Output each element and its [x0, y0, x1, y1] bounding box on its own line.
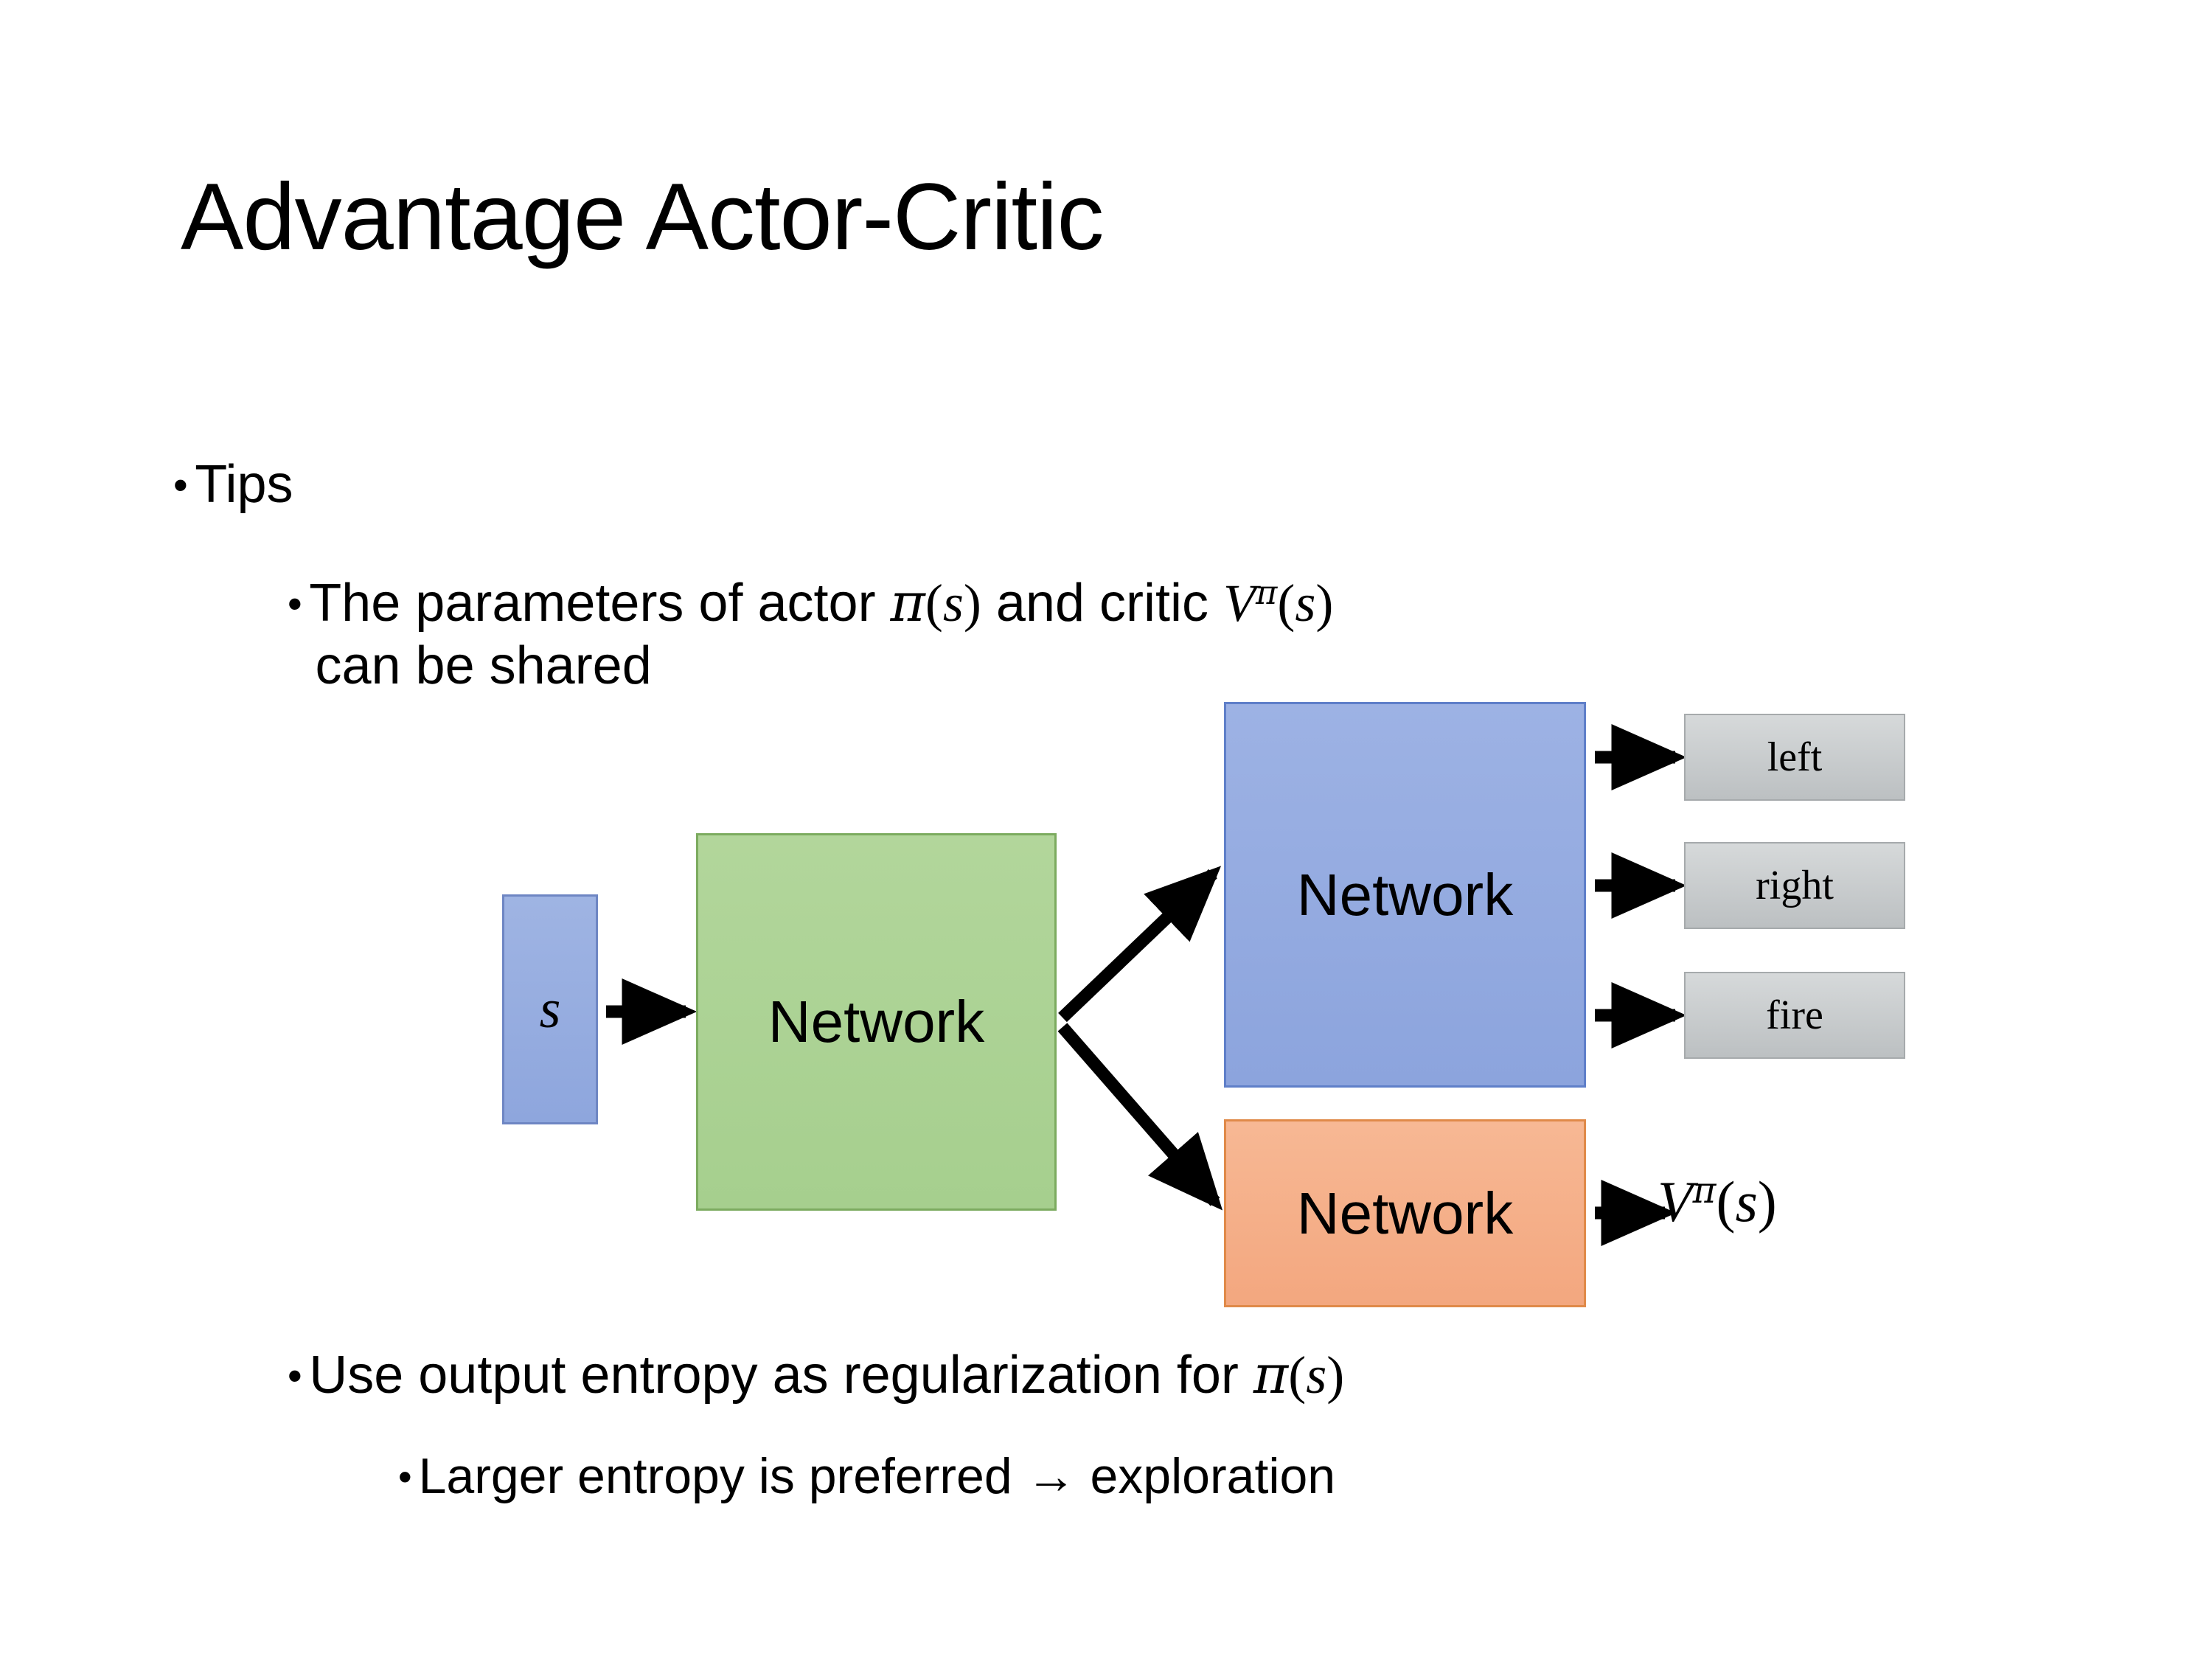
pi-superscript: π — [1255, 573, 1278, 612]
action-box-left: left — [1684, 714, 1905, 801]
input-state-box: s — [502, 894, 598, 1124]
shared-network-box: Network — [696, 833, 1057, 1211]
bullet-glyph-icon: • — [398, 1455, 412, 1499]
paren-close: ) — [1315, 574, 1334, 633]
action-box-right: right — [1684, 842, 1905, 929]
action-label-left: left — [1767, 734, 1823, 780]
bullet-larger-entropy: •Larger entropy is preferred → explorati… — [398, 1447, 1335, 1506]
actor-network-label: Network — [1296, 861, 1514, 928]
arrow-shared-to-actor — [1058, 866, 1222, 1023]
bullet-shared-text-line2: can be shared — [315, 636, 652, 695]
pi-symbol: π — [1253, 1343, 1289, 1405]
arrow-shared-to-critic — [1057, 1023, 1223, 1211]
action-label-right: right — [1756, 863, 1834, 908]
paren-close: ) — [1757, 1169, 1777, 1234]
paren-open: ( — [1716, 1169, 1736, 1234]
state-symbol: s — [942, 574, 964, 633]
state-symbol: s — [1306, 1346, 1327, 1405]
bullet-entropy-text: Use output entropy as regularization for — [309, 1346, 1253, 1405]
page-title: Advantage Actor-Critic — [181, 164, 1104, 270]
bullet-tips: •Tips — [173, 453, 293, 516]
critic-network-label: Network — [1296, 1180, 1514, 1246]
value-function-symbol: V — [1658, 1169, 1693, 1234]
actor-network-box: Network — [1224, 702, 1586, 1088]
paren-close: ) — [1326, 1346, 1345, 1405]
shared-network-label: Network — [768, 989, 985, 1054]
pi-symbol: π — [890, 571, 925, 633]
bullet-larger-entropy-text: Larger entropy is preferred → exploratio… — [418, 1448, 1336, 1504]
input-state-label: s — [539, 978, 561, 1040]
paren-open: ( — [925, 574, 943, 633]
action-box-fire: fire — [1684, 972, 1905, 1059]
bullet-entropy-regularization: •Use output entropy as regularization fo… — [288, 1343, 1344, 1407]
paren-open: ( — [1288, 1346, 1307, 1405]
bullet-shared-text-mid: and critic — [981, 574, 1223, 633]
bullet-glyph-icon: • — [288, 1352, 302, 1399]
critic-output-label: Vπ(s) — [1658, 1168, 1777, 1235]
bullet-shared-parameters: •The parameters of actor π(s) and critic… — [288, 571, 2079, 698]
value-function-symbol: V — [1223, 574, 1256, 633]
bullet-glyph-icon: • — [173, 461, 188, 508]
critic-network-box: Network — [1224, 1119, 1586, 1307]
state-symbol: s — [1735, 1169, 1758, 1234]
bullet-glyph-icon: • — [288, 580, 302, 627]
bullet-shared-text-pre: The parameters of actor — [309, 574, 891, 633]
action-label-fire: fire — [1766, 992, 1823, 1038]
paren-close: ) — [963, 574, 981, 633]
paren-open: ( — [1277, 574, 1295, 633]
pi-superscript: π — [1692, 1169, 1717, 1211]
state-symbol: s — [1295, 574, 1316, 633]
bullet-tips-label: Tips — [195, 455, 293, 514]
